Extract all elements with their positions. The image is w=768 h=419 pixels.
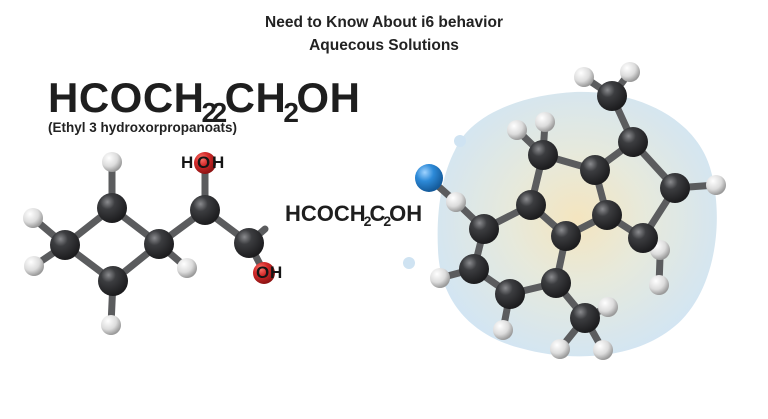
formula-subscript: 2: [211, 97, 228, 128]
title-line-2: Aquecous Solutions: [309, 37, 459, 54]
hydroxyl-o-bottom: O: [256, 263, 270, 282]
formula-part: C: [369, 201, 386, 226]
hydroxyl-o-top: O: [197, 153, 211, 172]
main-formula: HCOCH22CH2OH: [48, 74, 360, 137]
hydroxyl-h-bottom: H: [270, 263, 283, 282]
formula-part: OH: [296, 74, 361, 121]
formula-part: HCOCH: [285, 201, 366, 226]
formula-part: CH: [224, 74, 287, 121]
formula-part: OH: [389, 201, 423, 226]
hydroxyl-h-left: H: [181, 153, 194, 172]
left-molecule-atoms: [23, 152, 275, 335]
title-line-1: Need to Know About i6 behavior: [265, 14, 503, 31]
formula-part: HCOCH: [48, 74, 205, 121]
hydroxyl-h-right: H: [212, 153, 225, 172]
compound-name: (Ethyl 3 hydroxorpropanoats): [48, 120, 238, 135]
right-molecule-atoms: [415, 62, 726, 360]
formula-subscript: 2: [363, 213, 372, 229]
formula-subscript: 2: [201, 97, 218, 128]
formula-subscript: 2: [283, 97, 300, 128]
mid-formula: HCOCH2C2OH: [285, 201, 422, 234]
formula-subscript: 2: [383, 213, 392, 229]
